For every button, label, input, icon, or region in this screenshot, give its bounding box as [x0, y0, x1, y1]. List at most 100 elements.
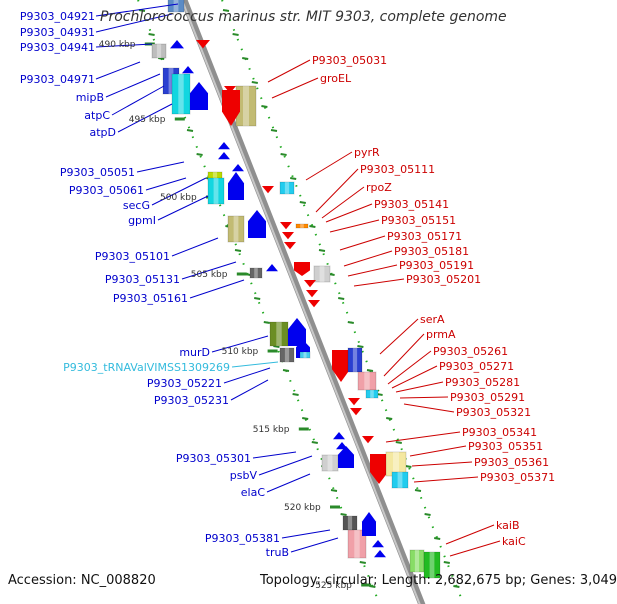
track-dash — [148, 33, 155, 36]
track-dash — [309, 225, 316, 228]
connector-line — [271, 77, 319, 99]
feature-cyan-shine — [397, 472, 403, 488]
track-dash — [347, 321, 354, 324]
gene-label-right: serA — [420, 313, 445, 326]
connector-line — [252, 451, 297, 459]
feature-arrow-up — [372, 540, 384, 548]
gene-label-right: P9303_05031 — [312, 54, 387, 67]
scale-label: 525 kbp — [315, 581, 352, 591]
feature-cyan — [207, 177, 225, 205]
feature-pink — [347, 529, 367, 559]
gene-label-left: P9303_05161 — [113, 292, 188, 305]
connector-line — [399, 396, 449, 399]
track-dash — [386, 417, 393, 420]
gene-label-right: P9303_05281 — [445, 376, 520, 389]
gene-label-left: P9303_05051 — [60, 166, 135, 179]
gene-label-left: P9303_05221 — [147, 377, 222, 390]
connector-line — [145, 177, 187, 191]
gene-label-right: P9303_05291 — [450, 391, 525, 404]
gene-label-right: P9303_05151 — [381, 214, 456, 227]
connector-line — [95, 13, 173, 33]
feature-top-shine — [173, 0, 179, 12]
feature-arrow-down — [348, 398, 360, 406]
track-dash — [138, 9, 146, 12]
feature-arrow-up — [218, 142, 230, 150]
track-dash — [158, 57, 165, 60]
feature-arrow-down — [262, 186, 274, 194]
gene-label-right: rpoZ — [366, 181, 392, 194]
feature-arrow-up — [338, 446, 354, 468]
feature-arrow-up — [266, 264, 278, 272]
feature-grey-shine — [327, 455, 333, 471]
track-dash — [424, 513, 431, 516]
track-dash — [302, 417, 309, 420]
guide-track-right — [221, 0, 463, 601]
connector-line — [111, 85, 165, 116]
feature-arrow-up — [248, 210, 266, 238]
feature-blue-block-shine — [352, 348, 358, 372]
gene-label-left: P9303_tRNAValVIMSS1309269 — [63, 361, 230, 374]
gene-label-left: P9303_05101 — [95, 250, 170, 263]
track-dash — [282, 369, 290, 372]
feature-grey-shine — [319, 266, 325, 282]
connector-line — [339, 235, 386, 251]
feature-dark-grey-shine — [284, 348, 290, 362]
connector-line — [353, 278, 405, 287]
connector-line — [171, 237, 219, 257]
feature-atp-block-shine — [168, 68, 174, 94]
track-dash — [234, 249, 242, 252]
gene-label-right: P9303_05361 — [474, 456, 549, 469]
feature-arrow-down — [280, 222, 292, 230]
gene-label-left: murD — [179, 346, 210, 359]
connector-line — [403, 403, 455, 413]
track-dash — [338, 297, 345, 300]
feature-arrow-up — [228, 172, 244, 200]
gene-label-left: secG — [123, 199, 150, 212]
gene-label-left: P9303_05381 — [205, 532, 280, 545]
gene-label-right: groEL — [320, 72, 352, 85]
feature-arrow-up — [218, 152, 230, 160]
feature-olive-shine — [233, 216, 239, 242]
gene-label-left: P9303_05301 — [176, 452, 251, 465]
track-dash — [434, 537, 441, 540]
feature-arrow-down — [282, 232, 294, 240]
gene-label-left: truB — [266, 546, 289, 559]
track-dash — [395, 441, 402, 444]
label-connector-lines — [95, 3, 501, 557]
gene-label-right: prmA — [426, 328, 456, 341]
connector-line — [385, 431, 461, 443]
connector-line — [411, 461, 473, 467]
track-dash — [270, 129, 278, 132]
feature-arrow-down — [224, 86, 236, 94]
track-dash — [251, 81, 258, 84]
feature-arrow-up — [232, 164, 244, 172]
feature-arrow-down — [294, 262, 310, 276]
feature-dark-grey — [279, 347, 295, 363]
connector-line — [95, 43, 153, 48]
gene-label-left: atpC — [84, 109, 110, 122]
gene-label-left: psbV — [230, 469, 258, 482]
gene-features — [151, 0, 441, 604]
track-dash — [242, 57, 249, 60]
track-dash — [311, 441, 318, 444]
feature-arrow-down — [304, 280, 316, 288]
feature-trna-shine — [303, 352, 307, 358]
track-dash — [254, 297, 261, 300]
gene-label-left: P9303_05231 — [154, 394, 229, 407]
connector-line — [189, 279, 245, 299]
track-dash — [318, 249, 326, 252]
feature-arrow-down — [306, 290, 318, 298]
connector-line — [315, 168, 359, 213]
scale-label: 500 kbp — [160, 193, 197, 203]
genome-backbone — [180, 0, 426, 604]
feature-arrow-down — [196, 40, 210, 49]
gene-label-right: P9303_05181 — [394, 245, 469, 258]
connector-line — [391, 365, 438, 389]
gene-label-right: P9303_05141 — [374, 198, 449, 211]
feature-arrow-down — [332, 350, 350, 382]
feature-arrow-down — [284, 242, 296, 250]
track-dash — [222, 9, 230, 12]
gene-label-right: P9303_05201 — [406, 273, 481, 286]
connector-line — [347, 264, 398, 277]
